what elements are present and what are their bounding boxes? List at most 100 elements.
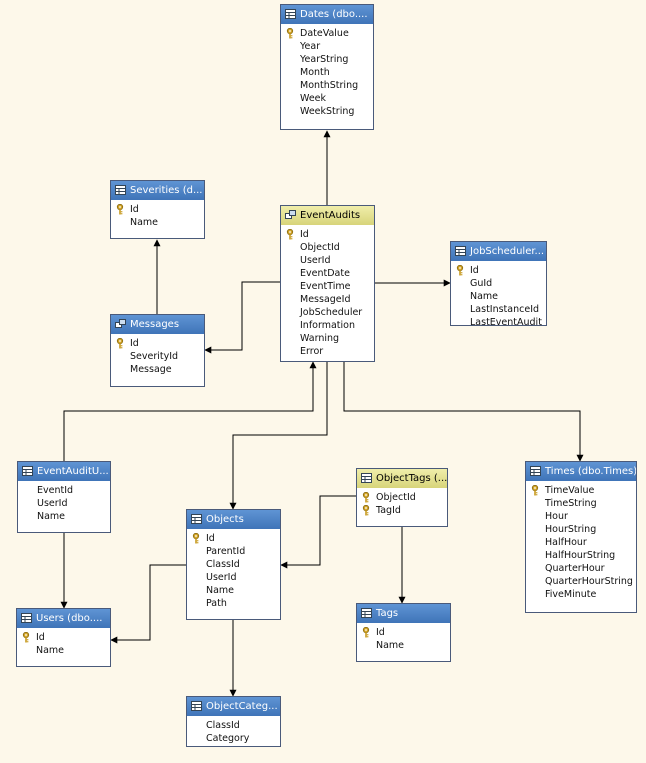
relationship-eventaudits-to-messages[interactable] xyxy=(204,281,280,354)
column-row[interactable]: Name xyxy=(17,644,110,657)
column-row[interactable]: Information xyxy=(281,319,374,332)
column-row[interactable]: LastEventAudit xyxy=(451,316,546,329)
column-name: Error xyxy=(300,346,324,357)
column-row[interactable]: Error xyxy=(281,345,374,358)
column-row[interactable]: DateValue xyxy=(281,27,373,40)
column-row[interactable]: Id xyxy=(17,631,110,644)
column-name: MonthString xyxy=(300,80,359,91)
column-row[interactable]: ObjectId xyxy=(281,241,374,254)
table-header[interactable]: Times (dbo.Times) xyxy=(526,462,636,481)
column-row[interactable]: ClassId xyxy=(187,719,280,732)
column-row[interactable]: Id xyxy=(111,203,204,216)
column-row[interactable]: ClassId xyxy=(187,558,280,571)
column-row[interactable]: Week xyxy=(281,92,373,105)
column-row[interactable]: JobScheduler xyxy=(281,306,374,319)
column-row[interactable]: WeekString xyxy=(281,105,373,118)
table-header[interactable]: Messages xyxy=(111,315,204,334)
column-row[interactable]: UserId xyxy=(187,571,280,584)
column-row[interactable]: QuarterHour xyxy=(526,562,636,575)
column-row[interactable]: Message xyxy=(111,363,204,376)
relationship-objecttags-to-objects[interactable] xyxy=(280,495,356,569)
column-row[interactable]: Id xyxy=(281,228,374,241)
column-row[interactable]: MonthString xyxy=(281,79,373,92)
table-title: Users (dbo.... xyxy=(36,613,103,624)
column-row[interactable]: EventDate xyxy=(281,267,374,280)
column-name: EventId xyxy=(37,485,74,496)
table-header[interactable]: ObjectTags (... xyxy=(357,469,447,488)
column-row[interactable]: UserId xyxy=(281,254,374,267)
column-row[interactable]: Category xyxy=(187,732,280,745)
column-row[interactable]: Year xyxy=(281,40,373,53)
column-row[interactable]: ObjectId xyxy=(357,491,447,504)
column-row[interactable]: HourString xyxy=(526,523,636,536)
column-name: Id xyxy=(376,627,385,638)
column-name: Id xyxy=(36,632,45,643)
column-row[interactable]: Id xyxy=(451,264,546,277)
column-row[interactable]: EventTime xyxy=(281,280,374,293)
column-name: Name xyxy=(376,640,405,651)
table-header[interactable]: ObjectCateg... xyxy=(187,697,280,716)
column-row[interactable]: Name xyxy=(451,290,546,303)
column-row[interactable]: Month xyxy=(281,66,373,79)
column-row[interactable]: HalfHourString xyxy=(526,549,636,562)
column-name: YearString xyxy=(300,54,349,65)
table-title: EventAudits xyxy=(300,210,361,221)
column-row[interactable]: Warning xyxy=(281,332,374,345)
table-header[interactable]: Users (dbo.... xyxy=(17,609,110,628)
table-title: Tags xyxy=(376,608,399,619)
table-header[interactable]: Dates (dbo.... xyxy=(281,5,373,24)
relationship-objects-to-users[interactable] xyxy=(110,564,186,644)
relationship-eventaudits-to-objects[interactable] xyxy=(229,362,328,510)
column-row[interactable]: Id xyxy=(357,626,450,639)
column-name: Name xyxy=(37,511,66,522)
column-row[interactable]: Name xyxy=(357,639,450,652)
column-row[interactable]: TagId xyxy=(357,504,447,517)
column-row[interactable]: HalfHour xyxy=(526,536,636,549)
column-row[interactable]: SeverityId xyxy=(111,350,204,363)
column-row[interactable]: Hour xyxy=(526,510,636,523)
primary-key-icon xyxy=(286,27,294,39)
table-header[interactable]: EventAudits xyxy=(281,206,374,225)
table-header[interactable]: EventAuditU... xyxy=(18,462,110,481)
relationship-eventaudits-to-times[interactable] xyxy=(343,362,584,462)
column-row[interactable]: Name xyxy=(18,510,110,523)
column-row[interactable]: LastInstanceId xyxy=(451,303,546,316)
column-row[interactable]: UserId xyxy=(18,497,110,510)
column-name: HalfHour xyxy=(545,537,587,548)
column-row[interactable]: YearString xyxy=(281,53,373,66)
table-header[interactable]: Objects xyxy=(187,510,280,529)
table-header[interactable]: JobScheduler... xyxy=(451,242,546,261)
column-row[interactable]: FiveMinute xyxy=(526,588,636,601)
table-title: ObjectTags (... xyxy=(376,473,447,484)
column-row[interactable]: Path xyxy=(187,597,280,610)
column-row[interactable]: QuarterHourString xyxy=(526,575,636,588)
column-row[interactable]: MessageId xyxy=(281,293,374,306)
column-row[interactable]: ParentId xyxy=(187,545,280,558)
column-row[interactable]: Name xyxy=(111,216,204,229)
column-row[interactable]: Name xyxy=(187,584,280,597)
column-row[interactable]: TimeValue xyxy=(526,484,636,497)
column-row[interactable]: TimeString xyxy=(526,497,636,510)
column-name: Id xyxy=(130,204,139,215)
column-row[interactable]: Id xyxy=(187,532,280,545)
table-header[interactable]: Tags xyxy=(357,604,450,623)
column-name: Week xyxy=(300,93,327,104)
table-title: Messages xyxy=(130,319,180,330)
relationship-eventauditusers-to-eventaudits[interactable] xyxy=(63,361,317,461)
column-row[interactable]: Id xyxy=(111,337,204,350)
table-header[interactable]: Severities (d... xyxy=(111,181,204,200)
column-row[interactable]: GuId xyxy=(451,277,546,290)
column-row[interactable]: EventId xyxy=(18,484,110,497)
